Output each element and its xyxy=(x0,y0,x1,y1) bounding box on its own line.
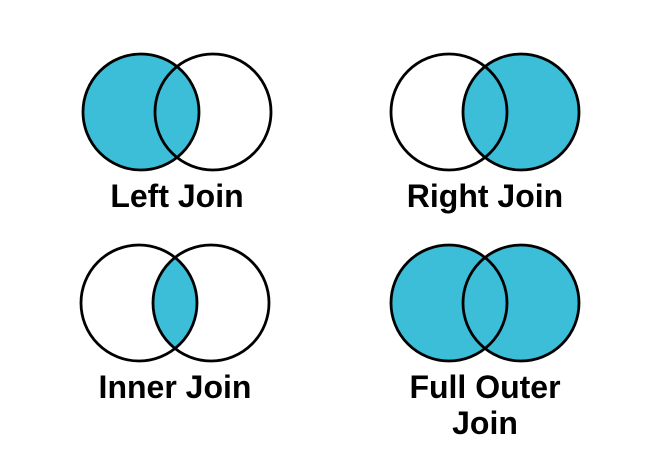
intersection-region xyxy=(463,54,507,170)
venn-block-left-join: Left Join xyxy=(77,50,277,214)
left-circle-outline xyxy=(81,52,201,172)
left-circle-outline xyxy=(79,243,199,363)
right-circle-outline xyxy=(153,52,273,172)
right-circle-outline xyxy=(151,243,271,363)
right-circle-outline xyxy=(461,243,581,363)
left-circle-outline xyxy=(389,52,509,172)
right-circle-outline xyxy=(461,52,581,172)
venn-label-left-join: Left Join xyxy=(110,178,244,214)
left-circle-outline xyxy=(389,243,509,363)
venn-diagram-inner-join xyxy=(75,241,275,365)
venn-diagram-left-join xyxy=(77,50,277,174)
venn-block-inner-join: Inner Join xyxy=(75,241,275,405)
venn-label-full-outer-join: Full Outer Join xyxy=(409,369,561,441)
venn-block-full-outer-join: Full Outer Join xyxy=(385,241,585,441)
intersection-region xyxy=(463,245,507,361)
intersection-region xyxy=(153,245,197,361)
venn-diagram-right-join xyxy=(385,50,585,174)
venn-block-right-join: Right Join xyxy=(385,50,585,214)
venn-label-inner-join: Inner Join xyxy=(98,369,252,405)
venn-label-right-join: Right Join xyxy=(406,178,564,214)
intersection-region xyxy=(155,54,199,170)
venn-diagram-full-outer-join xyxy=(385,241,585,365)
